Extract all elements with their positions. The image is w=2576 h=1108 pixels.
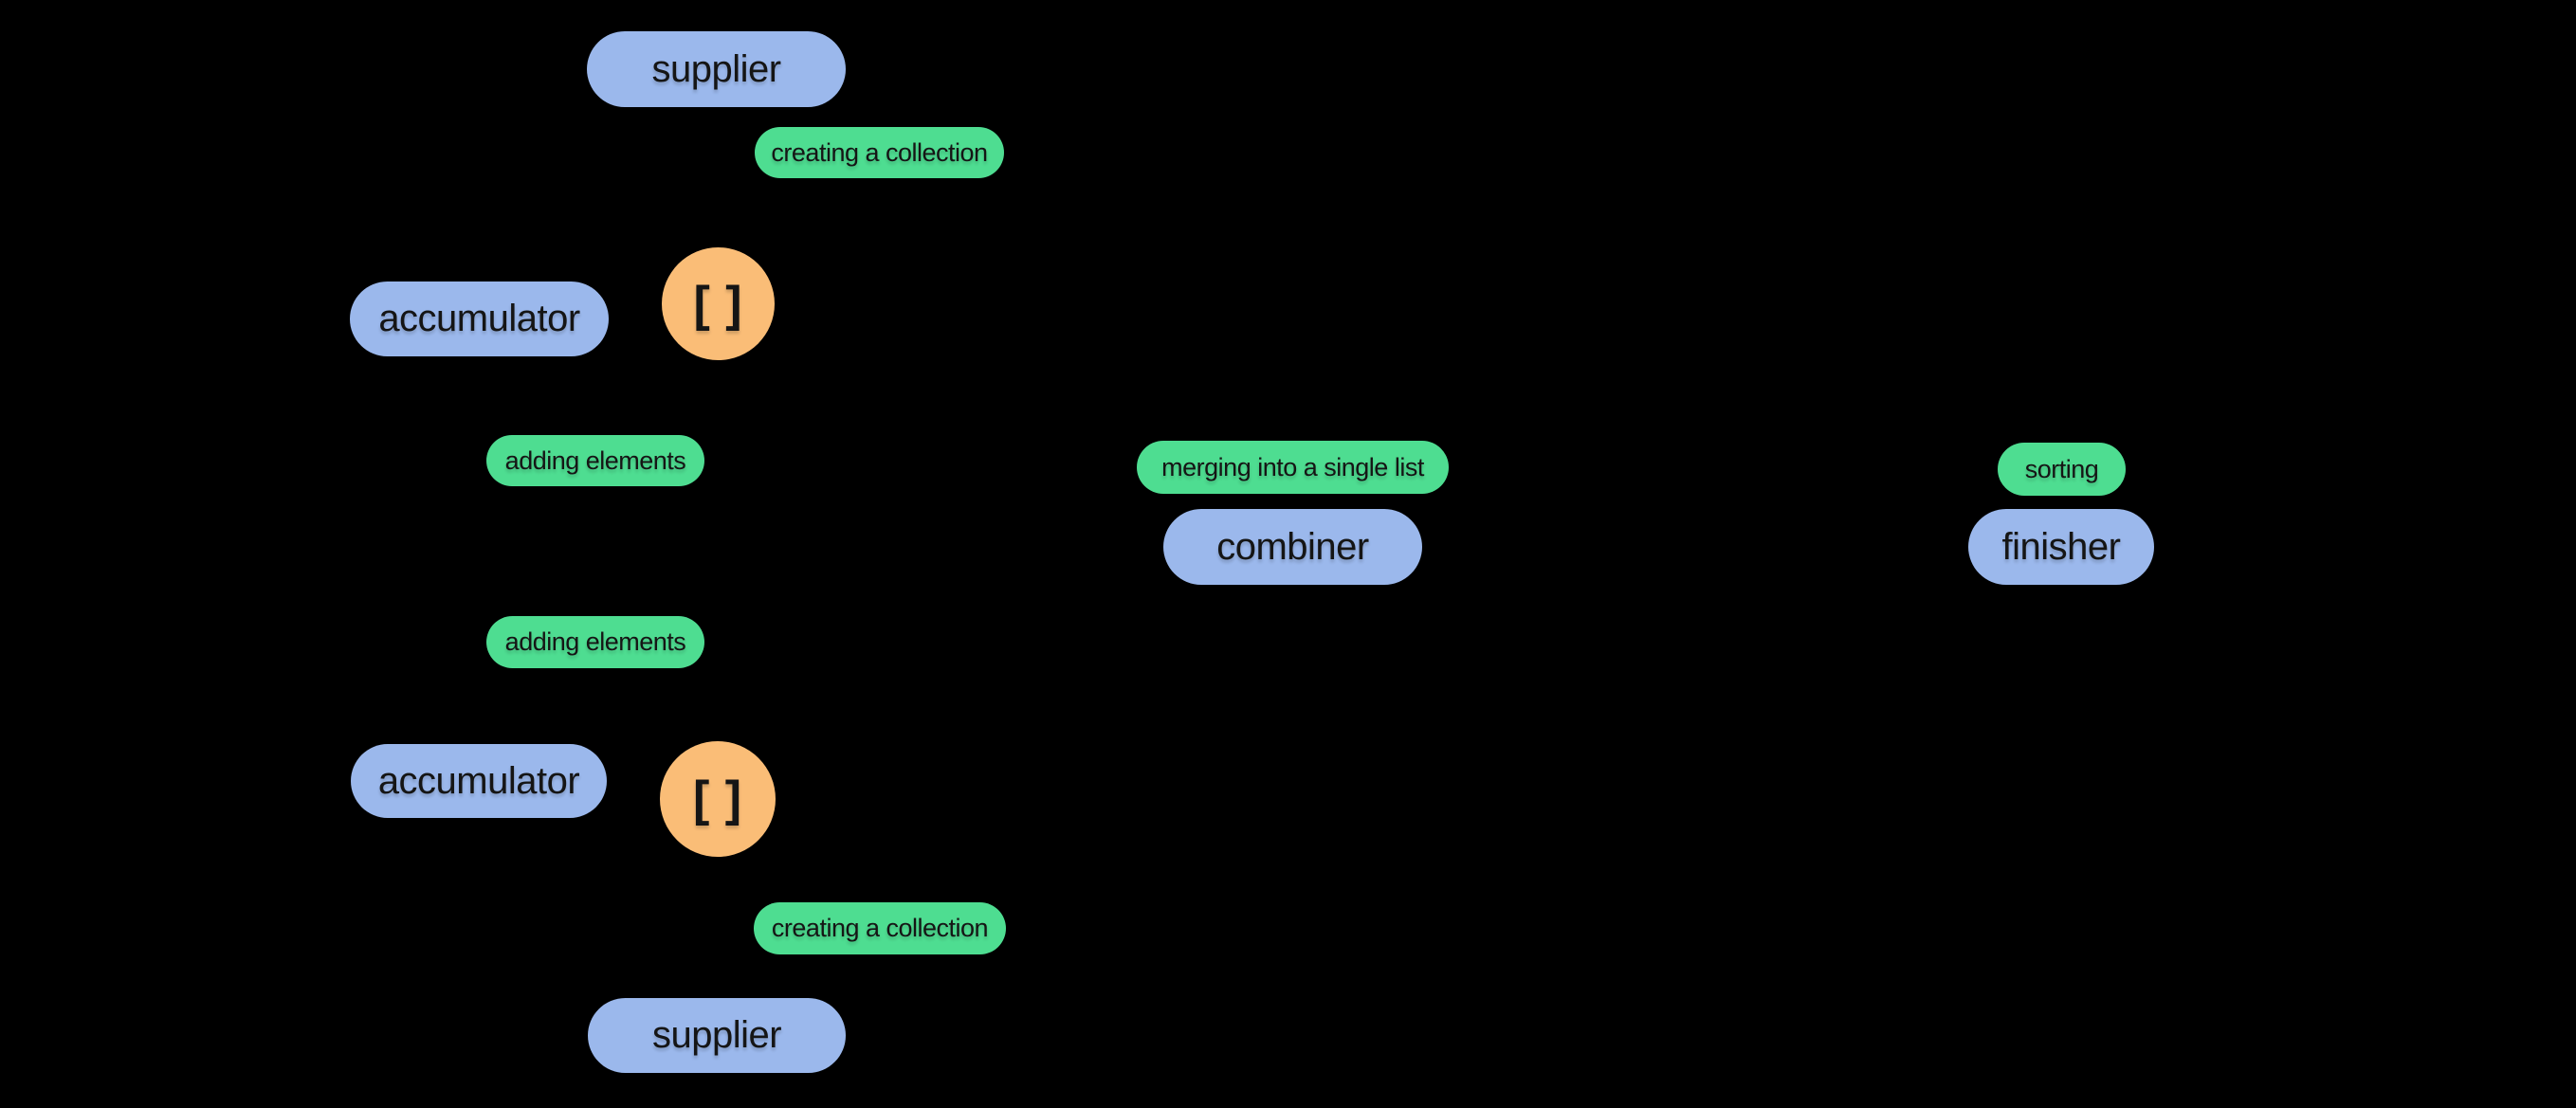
badge-merging-into-single-list: merging into a single list <box>1137 441 1449 494</box>
node-supplier-bottom: supplier <box>588 998 846 1073</box>
node-accumulator-bottom: accumulator <box>351 744 607 818</box>
empty-list-circle-bottom: [ ] <box>660 741 776 857</box>
badge-creating-a-collection-top: creating a collection <box>755 127 1004 178</box>
badge-sorting: sorting <box>1998 443 2126 496</box>
node-finisher: finisher <box>1968 509 2154 585</box>
empty-list-circle-top: [ ] <box>662 247 775 360</box>
node-supplier-top: supplier <box>587 31 846 107</box>
badge-creating-a-collection-bottom: creating a collection <box>754 902 1006 954</box>
node-combiner: combiner <box>1163 509 1422 585</box>
node-accumulator-top: accumulator <box>350 282 609 356</box>
badge-adding-elements-top: adding elements <box>486 435 704 486</box>
badge-adding-elements-bottom: adding elements <box>486 616 704 668</box>
